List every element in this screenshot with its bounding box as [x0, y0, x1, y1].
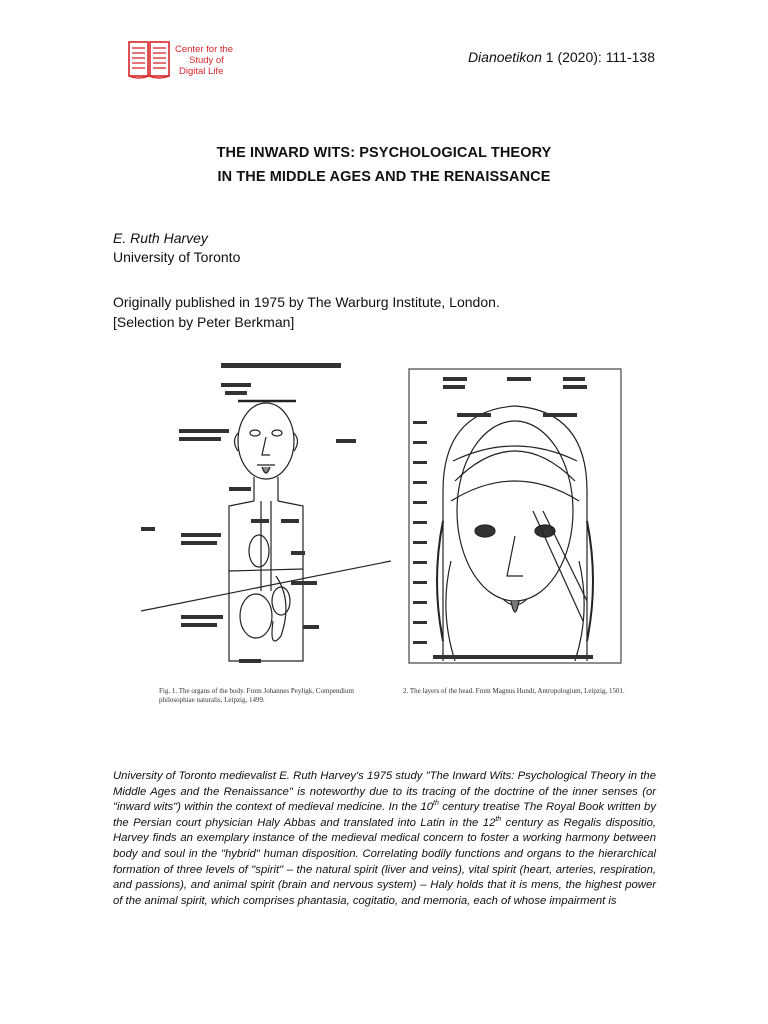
logo-text: Center for the Study of Digital Life	[175, 44, 233, 77]
abstract-part: University of Toronto medievalist E. Rut…	[113, 770, 656, 814]
figure-caption-right: 2. The layers of the head. From Magnus H…	[403, 687, 625, 695]
title-line: IN THE MIDDLE AGES AND THE RENAISSANCE	[217, 169, 551, 185]
author-block: E. Ruth Harvey University of Toronto	[113, 229, 240, 267]
journal-citation: Dianoetikon 1 (2020): 111-138	[468, 49, 655, 65]
abstract-part: century as Regalis dispositio, Harvey fi…	[113, 816, 656, 907]
open-book-icon	[128, 41, 170, 79]
article-title: THE INWARD WITS: PSYCHOLOGICAL THEORY IN…	[0, 141, 768, 189]
journal-issue: 1 (2020): 111-138	[541, 49, 655, 65]
abstract-text: University of Toronto medievalist E. Rut…	[113, 769, 656, 909]
figure-illustrations: Fig. 1. The organs of the body. From Joh…	[141, 361, 629, 721]
publication-line: [Selection by Peter Berkman]	[113, 314, 295, 330]
author-affiliation: University of Toronto	[113, 249, 241, 265]
figure-caption-left: Fig. 1. The organs of the body. From Joh…	[159, 687, 354, 704]
center-logo: Center for the Study of Digital Life	[127, 40, 267, 80]
logo-line: Digital Life	[179, 65, 224, 77]
title-line: THE INWARD WITS: PSYCHOLOGICAL THEORY	[216, 145, 552, 161]
organs-of-body-illustration	[141, 363, 391, 663]
journal-name: Dianoetikon	[467, 49, 542, 65]
abstract-paragraph: University of Toronto medievalist E. Rut…	[113, 769, 656, 909]
abstract-part: century treatise The Royal Book written …	[113, 801, 656, 829]
publication-line: Originally published in 1975 by The Warb…	[113, 294, 500, 310]
author-name: E. Ruth Harvey	[113, 230, 208, 246]
publication-note: Originally published in 1975 by The Warb…	[113, 292, 500, 332]
logo-line: Center for the	[175, 43, 234, 55]
superscript: th	[495, 816, 502, 824]
superscript: th	[433, 800, 439, 808]
layers-of-head-illustration	[408, 368, 622, 664]
logo-line: Study of	[189, 54, 224, 66]
